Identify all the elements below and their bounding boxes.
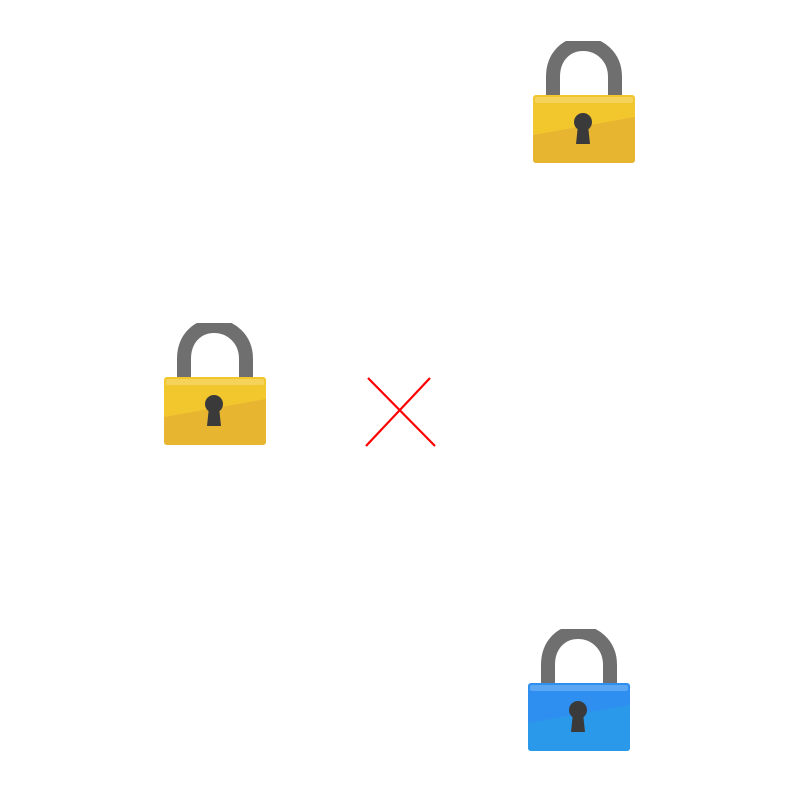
keyhole-icon <box>569 701 587 732</box>
padlock-icon <box>528 629 630 751</box>
padlock-icon <box>533 41 635 163</box>
padlock-icon-middle-left[interactable] <box>162 323 268 449</box>
lock-body-highlight <box>166 379 264 385</box>
shackle <box>177 323 253 388</box>
cross-stroke-1 <box>365 377 431 447</box>
padlock-icon <box>164 323 266 445</box>
padlock-icon-bottom-right[interactable] <box>526 629 632 755</box>
cross-icon <box>362 374 438 450</box>
lock-body-highlight <box>535 97 633 103</box>
padlock-icon-top-right[interactable] <box>531 41 637 167</box>
lock-body-highlight <box>530 685 628 691</box>
cross-stroke-2 <box>367 377 436 447</box>
keyhole-icon <box>205 395 223 426</box>
keyhole-icon <box>574 113 592 144</box>
shackle <box>546 41 622 106</box>
shackle <box>541 629 617 694</box>
